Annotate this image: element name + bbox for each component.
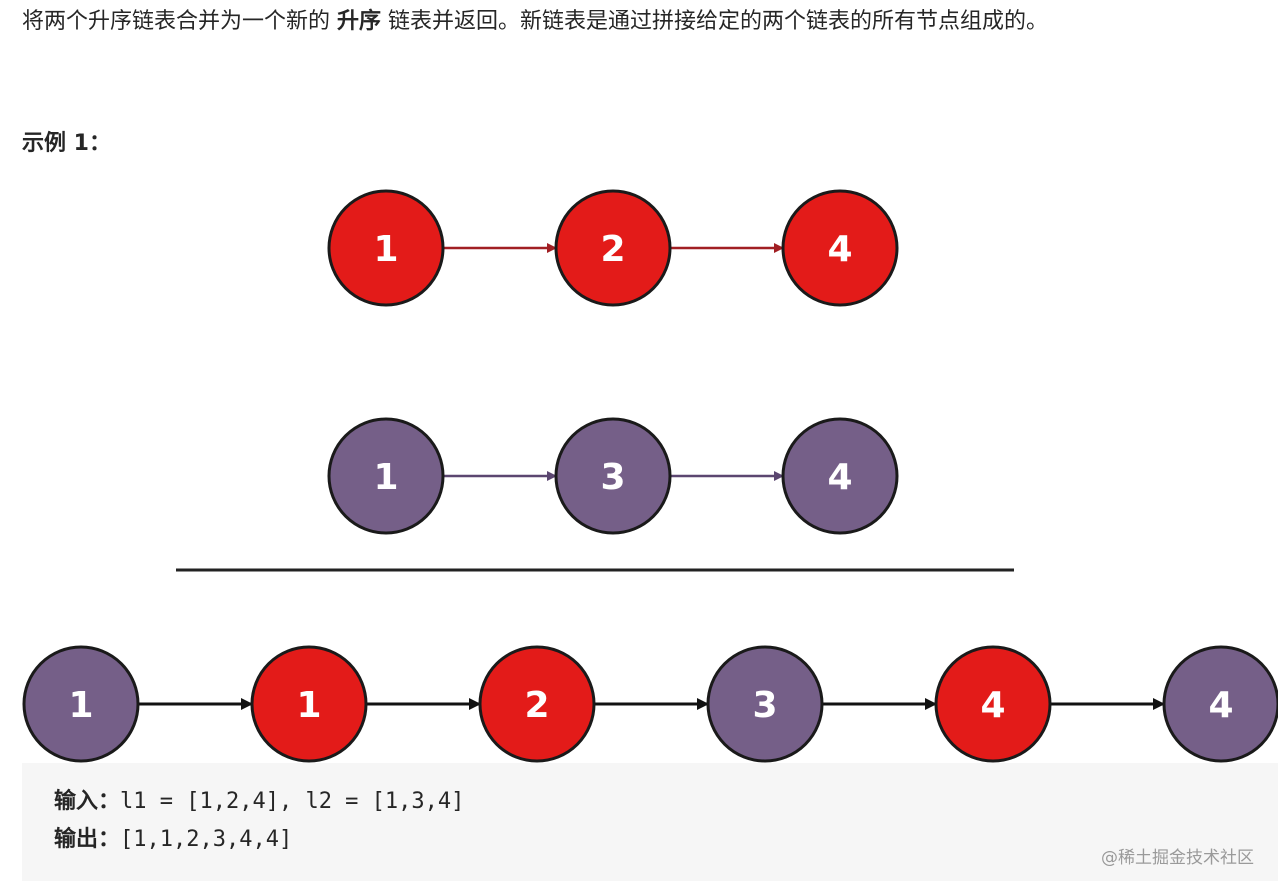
list1-node-label-2: 2	[600, 229, 625, 270]
list2-node-label-3: 4	[827, 457, 852, 498]
merged-node-label-3: 2	[524, 685, 549, 726]
description-before: 将两个升序链表合并为一个新的	[22, 9, 337, 34]
description-bold-ascending: 升序	[337, 9, 382, 34]
merged-node-label-2: 1	[296, 685, 321, 726]
output-line: 输出：[1,1,2,3,4,4]	[54, 821, 1278, 859]
list2-node-label-1: 1	[373, 457, 398, 498]
list2-node-label-2: 3	[600, 457, 625, 498]
list2-node-1	[327, 417, 445, 535]
example-heading: 示例 1：	[22, 131, 111, 156]
problem-description: 将两个升序链表合并为一个新的 升序 链表并返回。新链表是通过拼接给定的两个链表的…	[22, 6, 1048, 38]
list2-node-3	[781, 417, 899, 535]
list1-node-1	[327, 189, 445, 307]
input-line: 输入：l1 = [1,2,4], l2 = [1,3,4]	[54, 783, 1278, 821]
merged-node-3	[478, 645, 596, 763]
merged-node-label-6: 4	[1208, 685, 1233, 726]
output-label: 输出：	[54, 827, 121, 852]
list1-node-label-3: 4	[827, 229, 852, 270]
merged-node-label-4: 3	[752, 685, 777, 726]
input-label: 输入：	[54, 789, 121, 814]
merged-node-label-1: 1	[68, 685, 93, 726]
list1-node-2	[554, 189, 672, 307]
description-after: 链表并返回。新链表是通过拼接给定的两个链表的所有节点组成的。	[381, 9, 1049, 34]
list2: 1 3 4	[327, 417, 899, 535]
linked-list-diagram: 1 2 4 1 3 4 1 1 2 3 4 4	[22, 189, 1278, 763]
merged-node-1	[22, 645, 140, 763]
merged-node-4	[706, 645, 824, 763]
merged-list: 1 1 2 3 4 4	[22, 645, 1278, 763]
list2-node-2	[554, 417, 672, 535]
watermark: @稀土掘金技术社区	[1101, 848, 1254, 868]
merged-node-5	[934, 645, 1052, 763]
list1: 1 2 4	[327, 189, 899, 307]
list1-node-label-1: 1	[373, 229, 398, 270]
merged-node-label-5: 4	[980, 685, 1005, 726]
input-value: l1 = [1,2,4], l2 = [1,3,4]	[120, 789, 465, 814]
merged-node-6	[1162, 645, 1278, 763]
output-value: [1,1,2,3,4,4]	[120, 827, 293, 852]
merged-node-2	[250, 645, 368, 763]
example-code-block: 输入：l1 = [1,2,4], l2 = [1,3,4] 输出：[1,1,2,…	[22, 763, 1278, 881]
list1-node-3	[781, 189, 899, 307]
